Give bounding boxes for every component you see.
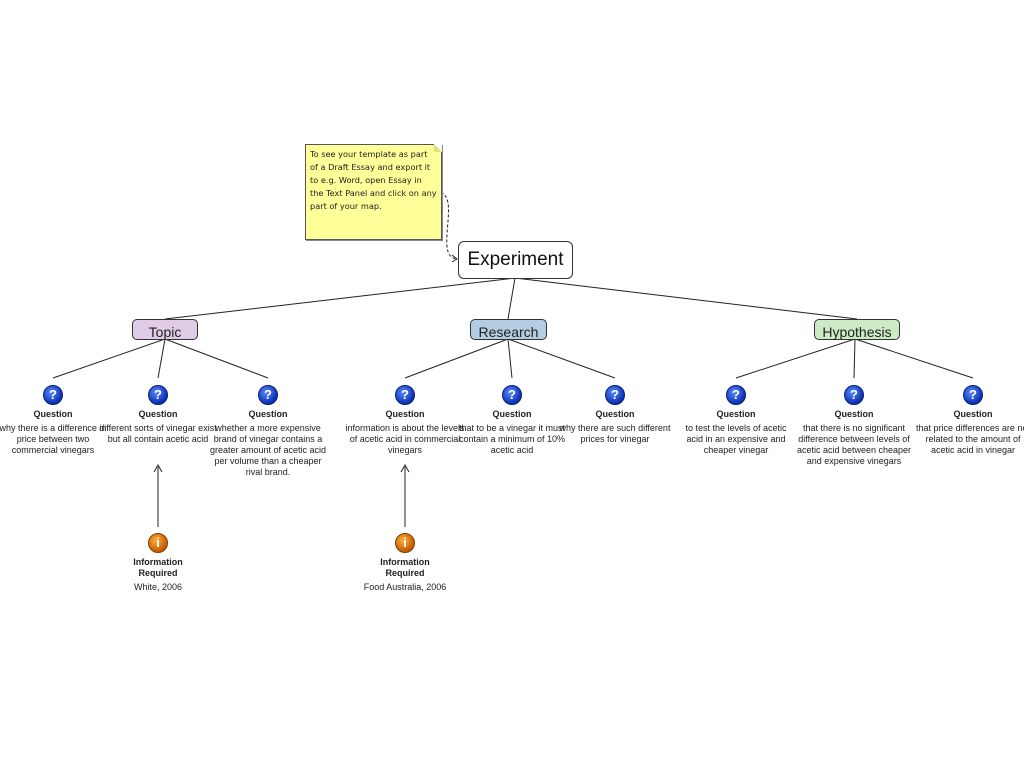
question-icon: ? bbox=[605, 385, 625, 405]
question-node[interactable]: ? Question that price differences are not … bbox=[913, 385, 1024, 456]
info-source: White, 2006 bbox=[133, 582, 183, 592]
question-node[interactable]: ? Question that to be a vinegar it must co… bbox=[452, 385, 572, 456]
category-node-research[interactable]: Research bbox=[470, 319, 547, 340]
info-icon: i bbox=[148, 533, 168, 553]
question-text: information is about the levels of aceti… bbox=[345, 423, 465, 455]
question-title: Question bbox=[595, 409, 635, 419]
question-node[interactable]: ? Question that there is no significant di… bbox=[794, 385, 914, 467]
question-title: Question bbox=[953, 409, 993, 419]
info-source: Food Australia, 2006 bbox=[363, 582, 447, 592]
question-text: why there are such different prices for … bbox=[559, 423, 671, 444]
question-text: that to be a vinegar it must contain a m… bbox=[458, 423, 566, 455]
question-text: whether a more expensive brand of vinega… bbox=[209, 423, 327, 477]
sticky-note[interactable]: To see your template as part of a Draft … bbox=[305, 144, 442, 240]
question-icon: ? bbox=[726, 385, 746, 405]
info-title: Information Required bbox=[380, 557, 430, 578]
question-text: that there is no significant difference … bbox=[796, 423, 912, 466]
question-title: Question bbox=[138, 409, 178, 419]
question-text: that price differences are not related t… bbox=[916, 423, 1024, 455]
question-node[interactable]: ? Question information is about the levels… bbox=[345, 385, 465, 456]
question-node[interactable]: ? Question why there is a difference in pr… bbox=[0, 385, 113, 456]
question-icon: ? bbox=[43, 385, 63, 405]
question-node[interactable]: ? Question whether a more expensive brand … bbox=[208, 385, 328, 478]
question-text: to test the levels of acetic acid in an … bbox=[685, 423, 787, 455]
question-icon: ? bbox=[963, 385, 983, 405]
root-node-experiment[interactable]: Experiment bbox=[458, 241, 573, 279]
question-text: why there is a difference in price betwe… bbox=[0, 423, 107, 455]
question-icon: ? bbox=[844, 385, 864, 405]
question-title: Question bbox=[385, 409, 425, 419]
question-icon: ? bbox=[258, 385, 278, 405]
info-title: Information Required bbox=[133, 557, 183, 578]
question-title: Question bbox=[248, 409, 288, 419]
question-icon: ? bbox=[502, 385, 522, 405]
question-icon: ? bbox=[395, 385, 415, 405]
question-title: Question bbox=[834, 409, 874, 419]
question-title: Question bbox=[33, 409, 73, 419]
question-node[interactable]: ? Question to test the levels of acetic ac… bbox=[676, 385, 796, 456]
question-icon: ? bbox=[148, 385, 168, 405]
question-node[interactable]: ? Question why there are such different pr… bbox=[555, 385, 675, 445]
category-node-topic[interactable]: Topic bbox=[132, 319, 198, 340]
category-node-hypothesis[interactable]: Hypothesis bbox=[814, 319, 900, 340]
question-text: different sorts of vinegar exist but all… bbox=[99, 423, 217, 444]
question-title: Question bbox=[716, 409, 756, 419]
info-icon: i bbox=[395, 533, 415, 553]
question-node[interactable]: ? Question different sorts of vinegar exis… bbox=[98, 385, 218, 445]
question-title: Question bbox=[492, 409, 532, 419]
